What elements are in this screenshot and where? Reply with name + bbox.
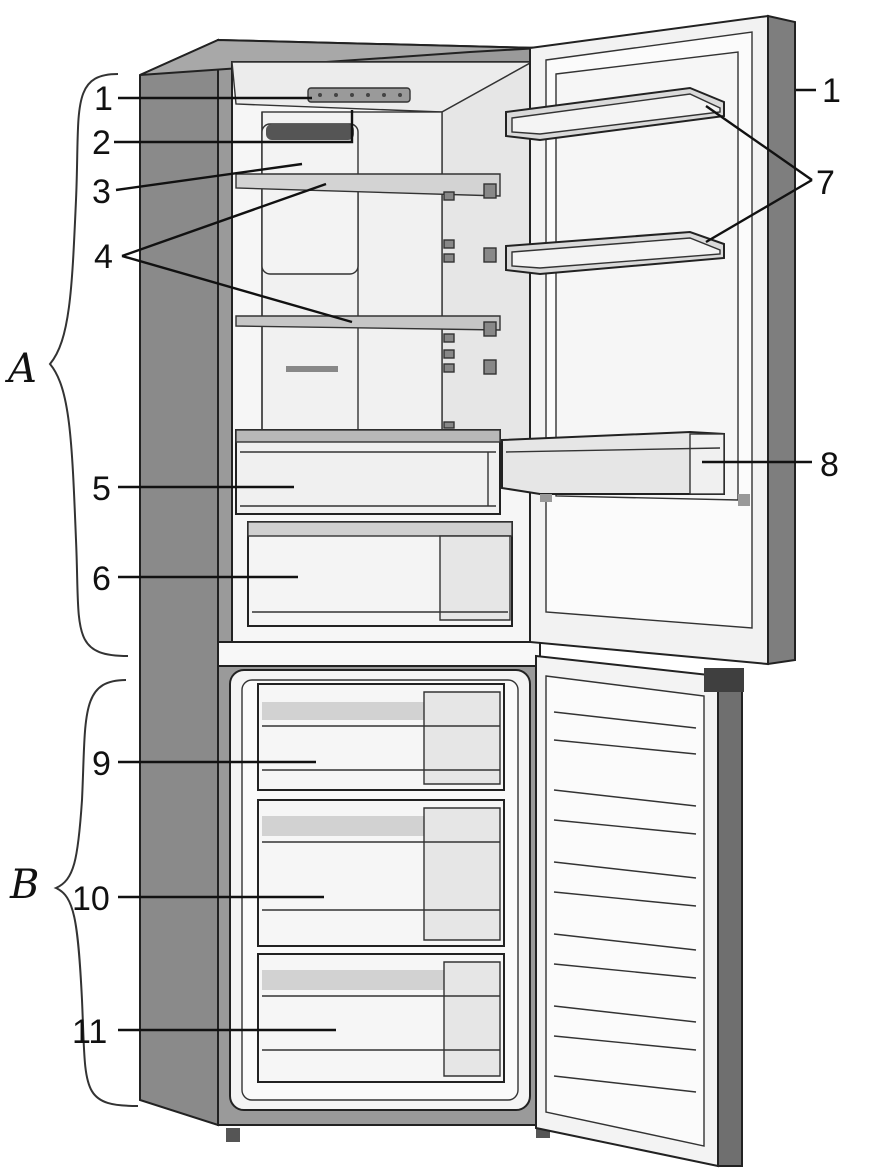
leader-4b	[121, 254, 353, 324]
leader-3	[115, 162, 303, 192]
callout-4: 4	[94, 238, 113, 276]
section-label-a: A	[4, 346, 37, 392]
freezer-door-edge	[717, 672, 743, 1167]
compartment-divider	[217, 641, 541, 667]
crisper-drawer	[235, 429, 501, 515]
glass-shelf-lower	[235, 315, 501, 331]
section-a-brace	[48, 73, 129, 657]
callout-5: 5	[92, 470, 111, 508]
callout-8: 8	[820, 446, 839, 484]
control-panel	[307, 87, 411, 103]
callout-2: 2	[92, 124, 111, 162]
leader-7a	[705, 105, 813, 181]
callout-numbers: 1 1 2 3 4 5 6 7 8 9 10 11	[72, 72, 841, 1051]
freezer-drawer-bottom	[257, 953, 505, 1083]
callout-1-door: 1	[822, 72, 841, 110]
leader-lines	[114, 88, 816, 1032]
fridge-door	[501, 14, 796, 666]
leader-7b	[705, 178, 813, 244]
callout-3: 3	[92, 173, 111, 211]
glass-shelf-upper	[235, 173, 501, 197]
cabinet-side-panel	[139, 38, 219, 1127]
callout-7: 7	[816, 164, 835, 202]
section-b-brace	[53, 679, 139, 1107]
freezer-door	[535, 654, 744, 1168]
freezer-drawer-top	[257, 683, 505, 791]
callout-11: 11	[72, 1013, 107, 1051]
front-foot-left	[226, 1128, 240, 1142]
freezer-compartment	[229, 669, 531, 1111]
freezer-drawer-middle	[257, 799, 505, 947]
callout-10: 10	[72, 880, 110, 918]
fridge-compartment	[231, 60, 535, 643]
callout-6: 6	[92, 560, 111, 598]
section-label-b: B	[9, 862, 39, 908]
callout-9: 9	[92, 745, 111, 783]
leader-4a	[121, 182, 327, 258]
leader-2-fan	[114, 110, 354, 144]
fridge-door-edge	[767, 14, 796, 666]
callout-1-control-panel: 1	[94, 80, 113, 118]
fan-cover	[261, 123, 359, 275]
